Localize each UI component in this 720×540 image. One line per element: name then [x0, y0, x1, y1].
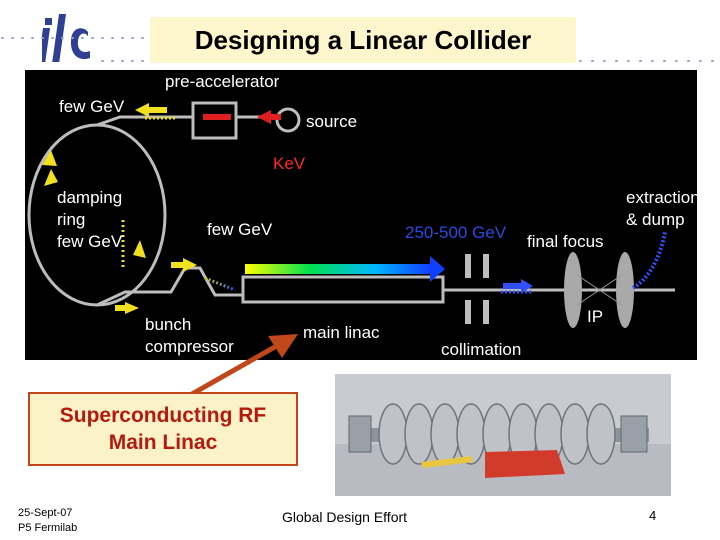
label-source: source — [306, 112, 357, 131]
ip-crossing — [576, 274, 623, 306]
post-collimation-beam — [501, 279, 533, 294]
bunch-compressor-arrows — [115, 258, 236, 314]
footer-center: Global Design Effort — [282, 509, 408, 525]
label-extraction: extraction — [626, 188, 697, 207]
label-compressor: compressor — [145, 337, 234, 356]
ilc-logo: ilc — [42, 14, 90, 62]
slide-title: Designing a Linear Collider — [150, 17, 576, 63]
label-energy: 250-500 GeV — [405, 223, 507, 242]
main-linac-beam — [245, 256, 445, 292]
label-collimation: collimation — [441, 340, 521, 359]
linear-collider-diagram: few GeV pre-accelerator source damping r… — [25, 70, 697, 360]
dotted-line-right — [579, 60, 719, 62]
callout-box: Superconducting RF Main Linac — [28, 392, 298, 466]
label-main-linac: main linac — [303, 323, 380, 342]
label-damping: damping — [57, 188, 122, 207]
dotted-line-left — [1, 37, 149, 39]
page-number: 4 — [649, 508, 657, 523]
footer-date: 25-Sept-07 — [18, 507, 73, 519]
collimation-bars — [465, 254, 489, 324]
dotted-line-left-2 — [101, 60, 149, 62]
label-kev: KeV — [273, 154, 306, 173]
extraction-beam — [631, 231, 667, 290]
label-pre-accelerator: pre-accelerator — [165, 72, 280, 91]
pre-accelerator-arrows — [135, 103, 281, 124]
label-bunch: bunch — [145, 315, 191, 334]
callout-line-1: Superconducting RF — [59, 404, 267, 427]
beam-pipes — [27, 101, 675, 307]
final-focus-lenses — [564, 252, 634, 328]
label-few-gev-ring: few GeV — [57, 232, 123, 251]
label-and-dump: & dump — [626, 210, 685, 229]
label-ring: ring — [57, 210, 85, 229]
footer-left: 25-Sept-07 P5 Fermilab — [18, 506, 77, 536]
label-final-focus: final focus — [527, 232, 604, 251]
footer-venue: P5 Fermilab — [18, 522, 78, 534]
label-ip: IP — [587, 307, 603, 326]
callout-arrow — [190, 334, 298, 397]
damping-ring-arrows — [42, 150, 146, 270]
label-few-gev-mid: few GeV — [207, 220, 273, 239]
callout-line-2: Main Linac — [108, 431, 218, 454]
label-few-gev-top: few GeV — [59, 97, 125, 116]
cavity-photo — [335, 374, 671, 496]
